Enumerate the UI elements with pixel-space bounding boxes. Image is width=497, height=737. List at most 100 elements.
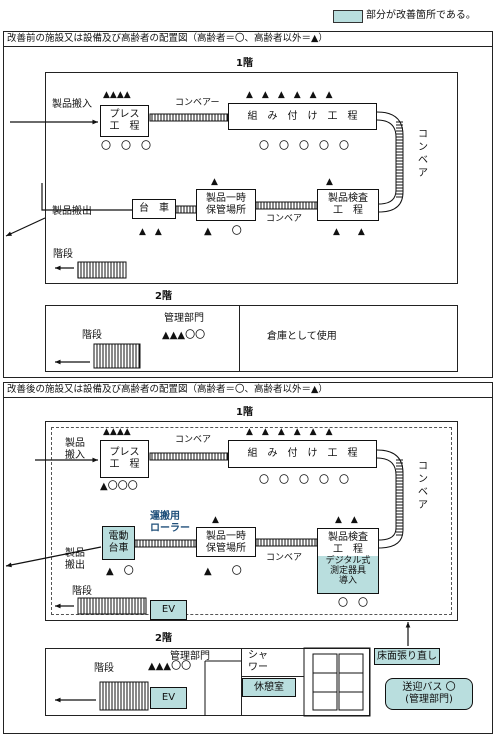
after-marks-press-top: ▲▲▲▲ — [103, 427, 131, 437]
before-marks-cart-bottom: ▲ ▲ — [139, 227, 162, 237]
after-marks-inspection-bottom: 〇 〇 — [338, 598, 368, 609]
before-temp-storage-box: 製品一時 保管場所 — [196, 189, 256, 221]
after-marks-storage-bottom: ▲ 〇 — [204, 566, 242, 577]
after-admin-marks: ▲▲▲〇〇 — [148, 661, 192, 672]
before-cart-box: 台 車 — [132, 199, 176, 219]
before-marks-inspection-bottom: ▲ ▲ — [333, 227, 365, 237]
before-floor2-stairs-label: 階段 — [82, 330, 102, 341]
after-temp-storage-label: 製品一時 保管場所 — [206, 531, 246, 554]
after-floor2-label: 2階 — [155, 633, 172, 644]
before-floor2-divider — [239, 305, 240, 372]
before-marks-assembly-top: ▲ ▲ ▲ ▲ ▲ ▲ — [246, 90, 333, 100]
after-rest-room-label: 休憩室 — [254, 682, 284, 693]
after-floor2-cubicles-b — [338, 653, 364, 711]
before-floor2-stairs-arrow-head — [55, 359, 61, 365]
after-roller-label: 運搬用 ローラー — [150, 511, 190, 534]
after-rest-room-box: 休憩室 — [242, 678, 296, 697]
after-digital-label: デジタル式 測定器具 導入 — [325, 556, 371, 586]
before-title-divider — [3, 46, 493, 47]
after-marks-inspection-top: ▲ ▲ — [335, 515, 358, 525]
after-assembly-label: 組 み 付 け 工 程 — [247, 448, 358, 459]
after-floor2-stairs-label: 階段 — [94, 663, 114, 674]
before-floor1-label: 1階 — [236, 58, 253, 69]
before-conveyor-right-label: コンベア — [418, 129, 428, 179]
after-floor1-stairs — [77, 597, 147, 615]
after-conveyor-right-label: コンベア — [418, 461, 428, 511]
after-inspection-label: 製品検査 工 程 — [318, 529, 378, 556]
after-floor-repair-arrow-head — [405, 622, 411, 628]
after-product-in-label: 製品 搬入 — [65, 438, 85, 461]
after-floor2-room — [303, 647, 371, 717]
after-shower-label: シャ ワー — [248, 650, 268, 673]
before-warehouse-label: 倉庫として使用 — [267, 331, 337, 342]
before-conveyor-right-inner — [376, 119, 397, 205]
after-marks-assembly-bottom: 〇 〇 〇 〇 〇 — [259, 475, 349, 486]
after-title-divider — [3, 397, 493, 398]
after-floor2-ev-label: EV — [161, 692, 176, 703]
after-conveyor-right-inner — [376, 457, 397, 541]
legend-text: 部分が改善箇所である。 — [366, 10, 476, 21]
before-conveyor-bottom-label: コンベア — [266, 214, 303, 224]
before-product-out-path — [41, 183, 132, 211]
before-product-in-arrow-head — [92, 119, 98, 125]
after-floor1-label: 1階 — [236, 407, 253, 418]
after-floor2-wall-2 — [241, 676, 304, 677]
after-admin-label: 管理部門 — [170, 651, 210, 662]
legend-swatch — [333, 10, 363, 23]
before-floor1-frame — [45, 72, 458, 284]
before-floor2-frame — [45, 305, 458, 372]
before-section — [3, 31, 493, 378]
before-assembly-box: 組 み 付 け 工 程 — [228, 103, 377, 130]
after-conveyor-press-assembly — [149, 452, 229, 461]
after-electric-cart-label: 電動 台車 — [108, 531, 129, 554]
after-section — [3, 382, 493, 734]
after-product-out-arrow-head — [6, 562, 12, 568]
after-roller-conveyor — [134, 539, 197, 548]
before-assembly-label: 組 み 付 け 工 程 — [247, 111, 358, 122]
before-title: 改善前の施設又は設備及び高齢者の配置図（高齢者＝〇、高齢者以外＝▲） — [7, 33, 328, 44]
before-marks-storage-bottom: ▲ 〇 — [204, 226, 242, 237]
after-assembly-box: 組 み 付 け 工 程 — [228, 440, 377, 468]
after-bus-label: 送迎バス 〇 (管理部門) — [402, 682, 456, 705]
after-stairs-label: 階段 — [72, 586, 92, 597]
after-conveyor-top-label: コンベア — [175, 435, 212, 445]
after-inspection-box: 製品検査 工 程 デジタル式 測定器具 導入 — [317, 528, 379, 594]
after-floor2-ev-box: EV — [150, 687, 187, 709]
after-bus-box: 送迎バス 〇 (管理部門) — [385, 678, 473, 710]
after-temp-storage-box: 製品一時 保管場所 — [196, 527, 256, 557]
before-conveyor-top-label: コンベアー — [175, 98, 220, 108]
after-floor2-wall — [241, 648, 242, 716]
before-press-label: プレス 工 程 — [109, 109, 140, 132]
after-floor-repair-label: 床面張り直し — [377, 651, 437, 662]
after-ev-box: EV — [150, 600, 187, 620]
before-floor2-stairs — [93, 343, 141, 369]
after-product-in-arrow-head — [92, 457, 98, 463]
before-stairs-label: 階段 — [53, 249, 73, 260]
before-press-box: プレス 工 程 — [100, 105, 149, 137]
before-marks-press-bottom: 〇 〇 〇 — [101, 141, 151, 152]
before-product-in-label: 製品搬入 — [52, 99, 92, 110]
after-electric-cart-box: 電動 台車 — [102, 526, 135, 560]
after-product-out-label: 製品 搬出 — [65, 548, 85, 571]
before-floor2-label: 2階 — [155, 291, 172, 302]
after-marks-assembly-top: ▲ ▲ ▲ ▲ ▲ ▲ — [246, 427, 333, 437]
after-ev-label: EV — [161, 604, 176, 615]
after-floor1-dashed — [51, 427, 452, 615]
before-temp-storage-label: 製品一時 保管場所 — [206, 193, 246, 216]
after-floor1-stairs-arrow-head — [55, 603, 61, 609]
before-marks-inspection-top: ▲ — [326, 177, 333, 187]
after-floor2-stairs-arrow-head — [55, 697, 61, 703]
before-floor1-stairs-arrow-head — [55, 265, 61, 271]
before-product-out-arrow-head — [6, 231, 12, 236]
before-conveyor-inspection-storage — [255, 201, 318, 210]
before-inspection-box: 製品検査 工 程 — [317, 189, 379, 221]
before-marks-press-top: ▲▲▲▲ — [103, 90, 131, 100]
before-inspection-label: 製品検査 工 程 — [328, 193, 368, 216]
before-product-out-arrow — [5, 217, 46, 237]
after-marks-press-bottom: ▲〇〇〇 — [100, 481, 138, 492]
after-press-box: プレス 工 程 — [100, 440, 149, 478]
before-admin-marks: ▲▲▲〇〇 — [162, 330, 206, 341]
before-conveyor-press-assembly — [149, 113, 229, 122]
after-floor2-cubicles-a — [312, 653, 338, 711]
